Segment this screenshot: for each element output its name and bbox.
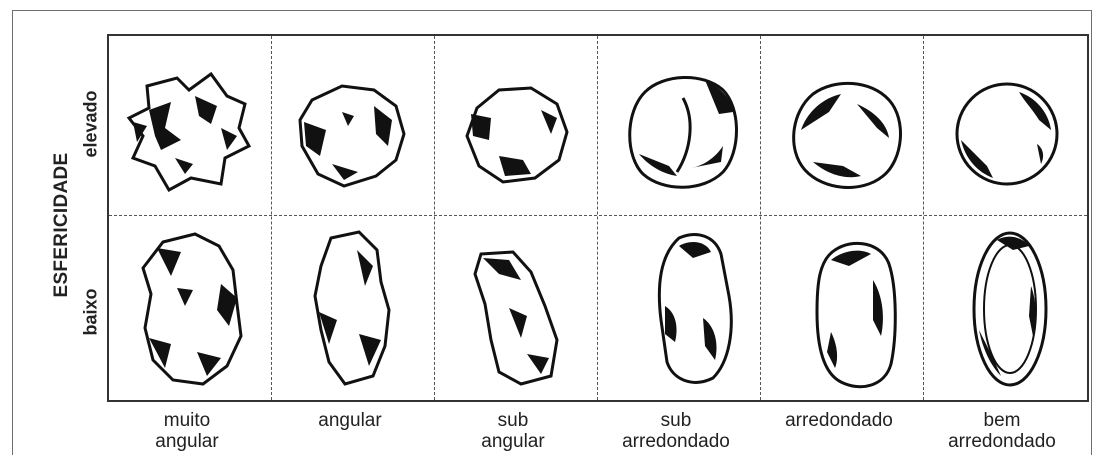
- row-label-high: elevado: [81, 90, 102, 157]
- grain-low-well-rounded: [967, 226, 1053, 392]
- grain-high-sub-angular: [459, 78, 575, 194]
- column-divider: [923, 36, 924, 400]
- grain-high-rounded: [783, 72, 907, 196]
- column-label-rounded: arredondado: [757, 410, 921, 431]
- row-label-low: baixo: [81, 288, 102, 335]
- grain-low-very-angular: [137, 228, 247, 394]
- column-label-sub-angular: sub angular: [431, 410, 595, 452]
- grain-high-very-angular: [125, 66, 255, 196]
- column-divider: [271, 36, 272, 400]
- grain-low-rounded: [809, 236, 905, 392]
- column-divider: [760, 36, 761, 400]
- grain-low-sub-angular: [469, 244, 569, 392]
- column-label-very-angular: muito angular: [105, 410, 269, 452]
- classification-grid: [107, 34, 1089, 402]
- column-label-well-rounded: bem arredondado: [920, 410, 1084, 452]
- grain-low-sub-rounded: [649, 226, 739, 392]
- column-divider: [434, 36, 435, 400]
- grain-high-well-rounded: [947, 74, 1067, 194]
- column-divider: [597, 36, 598, 400]
- grain-low-angular: [307, 226, 397, 392]
- grain-high-angular: [292, 76, 412, 196]
- grain-high-sub-rounded: [619, 68, 745, 198]
- column-label-sub-rounded: sub arredondado: [594, 410, 758, 452]
- sphericity-axis-label: ESFERICIDADE: [51, 152, 73, 297]
- row-divider: [109, 215, 1087, 216]
- column-label-angular: angular: [268, 410, 432, 431]
